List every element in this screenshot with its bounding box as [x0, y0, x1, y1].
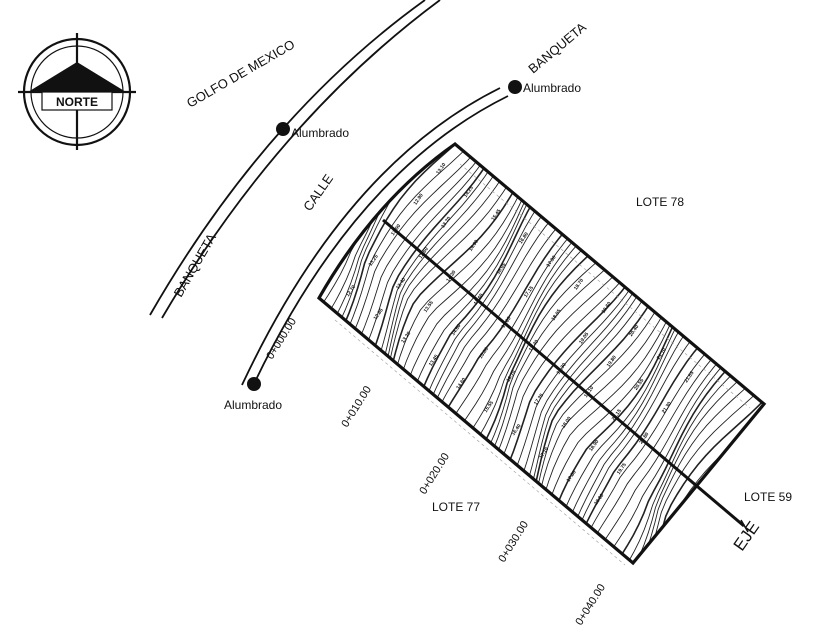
- lot-label-east: LOTE 59: [744, 490, 792, 504]
- elevation-label: 14.60: [450, 323, 462, 337]
- elevation-label: 20.80: [638, 431, 650, 445]
- lot-label-north: LOTE 78: [636, 195, 684, 209]
- elevation-label: 18.60: [593, 493, 605, 507]
- elevation-label: 18.70: [573, 278, 585, 292]
- contour-line: [573, 314, 743, 563]
- elevation-label: 17.15: [523, 285, 535, 299]
- station-label: 0+040.00: [573, 582, 608, 628]
- elevation-label: 14.90: [468, 239, 480, 253]
- contour-line: [635, 362, 764, 563]
- contour-line: [343, 144, 506, 372]
- lot-boundary: [316, 141, 767, 566]
- station-label: 0+030.00: [496, 519, 531, 565]
- contour-line: [380, 144, 535, 402]
- contour-line: [327, 144, 494, 358]
- contour-lines: [319, 144, 764, 563]
- centerline-axis: [382, 218, 745, 528]
- light-label: Alumbrado: [523, 81, 581, 95]
- axis-label: EJE: [730, 518, 763, 554]
- compass-label: NORTE: [56, 95, 98, 109]
- sidewalk-label-south: BANQUETA: [525, 19, 589, 76]
- north-arrow: NORTE: [18, 33, 136, 150]
- light-label: Alumbrado: [291, 126, 349, 140]
- elevation-labels: 12.7012.8513.2013.4514.6015.5516.4017.10…: [345, 162, 696, 507]
- elevation-label: 18.90: [588, 439, 600, 453]
- light-label: Alumbrado: [224, 398, 282, 412]
- elevation-label: 17.90: [546, 254, 558, 268]
- elevation-label: 15.55: [483, 400, 495, 414]
- contour-line: [481, 234, 648, 487]
- elevation-label: 17.10: [538, 446, 550, 460]
- lot-label-south: LOTE 77: [432, 500, 480, 514]
- station-label: 0+010.00: [339, 384, 374, 430]
- sidewalk-label-north: BANQUETA: [171, 231, 219, 300]
- elevation-label: 18.00: [561, 416, 573, 430]
- elevation-label: 13.10: [435, 162, 447, 176]
- elevation-label: 16.80: [518, 231, 530, 245]
- elevation-label: 15.80: [478, 346, 490, 360]
- contour-line: [630, 358, 764, 563]
- elevation-label: 17.80: [566, 469, 578, 483]
- axis-ticks: [740, 519, 749, 533]
- station-label: 0+020.00: [417, 451, 452, 497]
- street-edges: [149, 0, 509, 389]
- station-label: 0+000.00: [264, 316, 299, 362]
- contour-line: [322, 144, 486, 354]
- elevation-label: 12.90: [413, 192, 425, 206]
- street-light-icon: [247, 80, 522, 391]
- sea-name-label: GOLFO DE MEXICO: [184, 37, 297, 111]
- street-label: CALLE: [300, 171, 336, 214]
- elevation-label: 17.35: [533, 392, 545, 406]
